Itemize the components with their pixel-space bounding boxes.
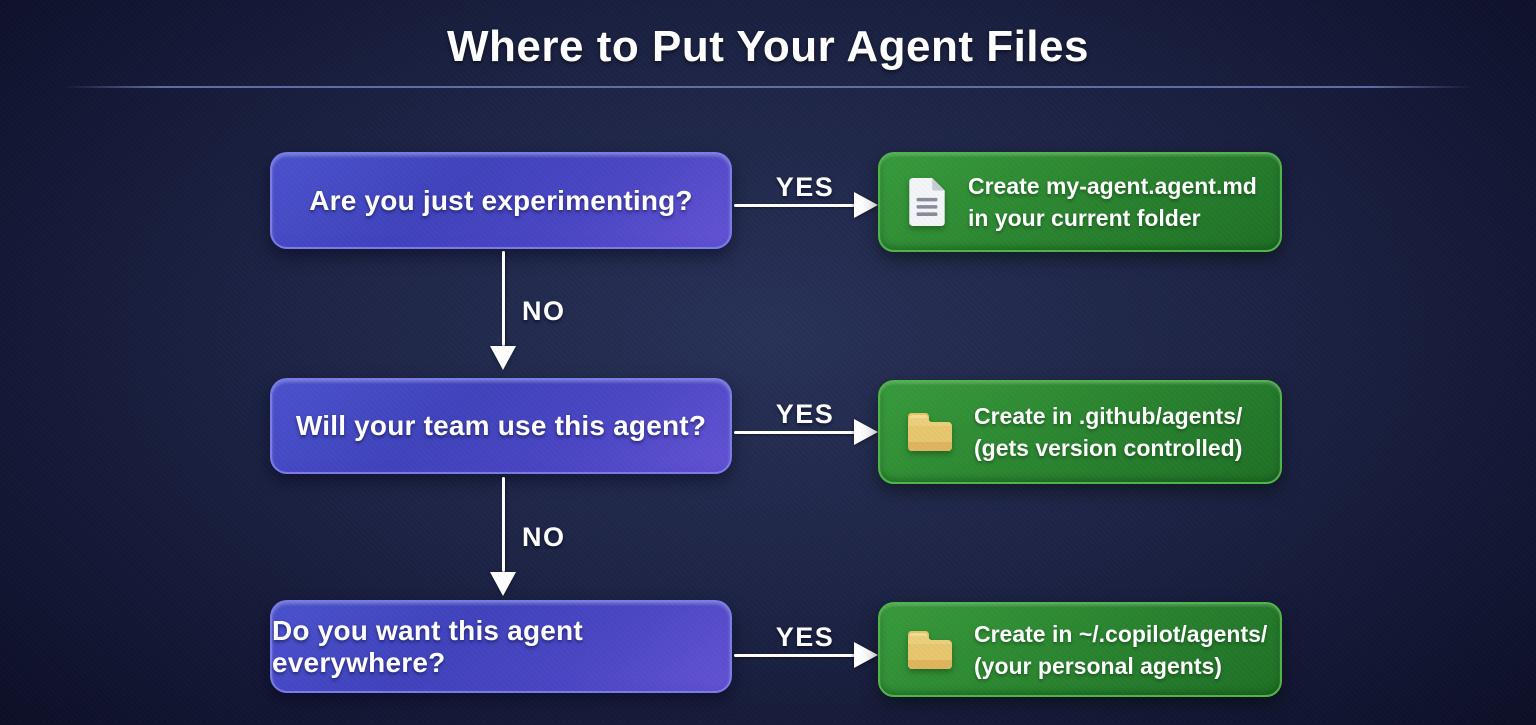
result-box-current-folder: Create my-agent.agent.md in your current… <box>878 152 1282 252</box>
result-line-2: (your personal agents) <box>974 652 1222 679</box>
result-line-1: Create my-agent.agent.md <box>968 173 1257 199</box>
yes-arrow-head-icon <box>854 419 878 445</box>
no-arrow-line <box>502 251 505 346</box>
yes-arrow-line <box>734 204 856 207</box>
result-line-1: Create in .github/agents/ <box>974 403 1243 429</box>
title-divider <box>64 86 1472 88</box>
yes-arrow-line <box>734 431 856 434</box>
folder-icon <box>906 411 954 453</box>
no-label: NO <box>522 522 566 552</box>
yes-label: YES <box>775 622 835 652</box>
result-text: Create in ~/.copilot/agents/ (your perso… <box>974 618 1267 682</box>
question-text: Are you just experimenting? <box>309 184 693 216</box>
result-line-2: (gets version controlled) <box>974 435 1243 461</box>
no-arrow-head-icon <box>490 346 516 370</box>
question-box-team: Will your team use this agent? <box>270 378 732 474</box>
page-title: Where to Put Your Agent Files <box>447 22 1089 71</box>
yes-label: YES <box>775 172 835 202</box>
folder-icon <box>906 629 954 671</box>
no-label: NO <box>522 296 566 326</box>
yes-arrow-line <box>734 654 856 657</box>
no-arrow-line <box>502 477 505 572</box>
yes-label: YES <box>775 399 835 429</box>
yes-arrow-head-icon <box>854 192 878 218</box>
document-icon <box>906 177 948 227</box>
result-text: Create in .github/agents/ (gets version … <box>974 400 1242 464</box>
result-line-1: Create in ~/.copilot/agents/ <box>974 620 1268 647</box>
question-text: Will your team use this agent? <box>295 410 707 441</box>
question-box-everywhere: Do you want this agent everywhere? <box>270 600 732 693</box>
result-box-copilot-agents: Create in ~/.copilot/agents/ (your perso… <box>878 602 1282 697</box>
result-box-github-agents: Create in .github/agents/ (gets version … <box>878 380 1282 484</box>
result-line-2: in your current folder <box>968 205 1201 231</box>
question-text: Do you want this agent everywhere? <box>272 614 583 678</box>
yes-arrow-head-icon <box>854 642 878 668</box>
result-text: Create my-agent.agent.md in your current… <box>968 170 1257 234</box>
question-box-experimenting: Are you just experimenting? <box>270 152 732 249</box>
no-arrow-head-icon <box>490 572 516 596</box>
